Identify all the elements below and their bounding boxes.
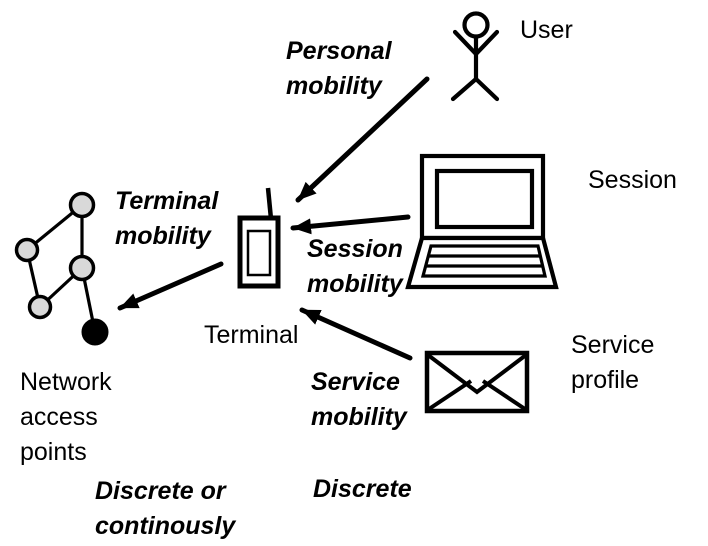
network-mode-annotation-line2: continously — [95, 512, 236, 540]
session-mobility-arrow — [290, 214, 411, 235]
service-mobility-label: Service mobility — [311, 365, 407, 435]
service-profile-label-line1: Service — [571, 331, 655, 359]
network-access-points-label-line1: Network — [20, 368, 112, 396]
terminal-mobility-label-line1: Terminal — [115, 187, 219, 215]
stick-figure-icon — [450, 11, 500, 102]
service-mobility-label-line2: mobility — [311, 403, 407, 431]
personal-mobility-label-line2: mobility — [286, 72, 382, 100]
service-profile-label: Service profile — [571, 328, 654, 398]
session-mobility-label: Session mobility — [307, 232, 403, 302]
terminal-mobility-label-line2: mobility — [115, 222, 211, 250]
personal-mobility-arrow — [295, 76, 430, 203]
user-label: User — [520, 16, 573, 44]
service-mobility-label-line1: Service — [311, 368, 400, 396]
envelope-icon — [424, 350, 530, 414]
network-mode-annotation: Discrete or continously — [95, 474, 235, 544]
network-node — [27, 294, 53, 320]
node-graph-icon — [14, 191, 109, 346]
laptop-icon — [405, 153, 559, 290]
terminal-mobility-label: Terminal mobility — [115, 184, 218, 254]
session-label: Session — [588, 166, 677, 194]
session-mobility-label-line1: Session — [307, 235, 403, 263]
terminal-label: Terminal — [204, 321, 299, 349]
personal-mobility-label-line1: Personal — [286, 37, 392, 65]
terminal-mobility-arrow — [117, 261, 224, 311]
personal-mobility-label: Personal mobility — [286, 34, 392, 104]
service-mobility-arrow — [299, 307, 413, 361]
service-mode-annotation: Discrete — [313, 475, 412, 503]
network-node — [68, 191, 96, 219]
network-mode-annotation-line1: Discrete or — [95, 477, 226, 505]
network-access-points-label: Network access points — [20, 365, 112, 470]
network-access-points-label-line3: points — [20, 438, 87, 466]
network-node — [14, 237, 40, 263]
network-access-points-label-line2: access — [20, 403, 98, 431]
network-node — [68, 254, 96, 282]
session-mobility-label-line2: mobility — [307, 270, 403, 298]
mobile-phone-icon — [237, 187, 281, 289]
service-profile-label-line2: profile — [571, 366, 640, 394]
network-node-active — [81, 318, 109, 346]
